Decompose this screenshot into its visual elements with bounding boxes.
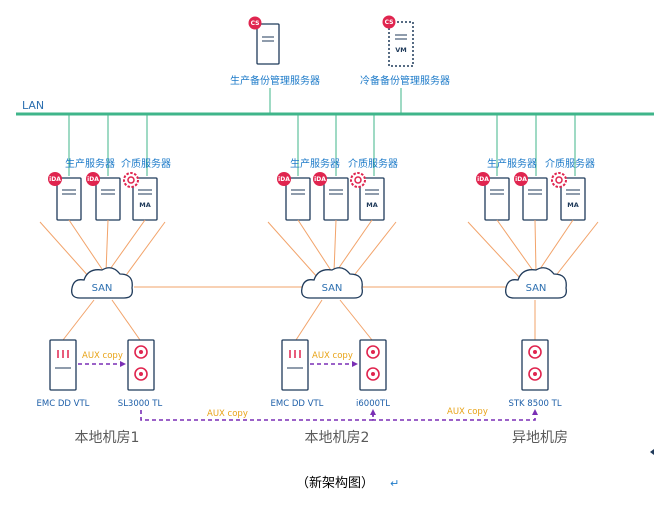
backup-manager-label: 生产备份管理服务器 xyxy=(230,74,320,87)
media-label: 介质服务器 xyxy=(545,157,595,170)
tape-library-icon xyxy=(521,339,549,391)
ida-badge-label: iDA xyxy=(515,176,527,183)
san-cloud-icon xyxy=(71,267,133,299)
cold-backup-manager-server: VM CS xyxy=(382,15,414,67)
tape-label: SL3000 TL xyxy=(118,399,163,409)
aux-copy-label: AUX copy xyxy=(207,409,248,419)
san-links xyxy=(39,219,599,341)
san-label: SAN xyxy=(322,283,343,294)
tape-label: STK 8500 TL xyxy=(508,399,561,409)
production-label: 生产服务器 xyxy=(487,157,537,170)
tape-library-icon xyxy=(359,339,387,391)
room3-servers: 生产服务器 介质服务器 MA iDA iDA xyxy=(476,157,595,221)
production-label: 生产服务器 xyxy=(290,157,340,170)
san-cloud-icon xyxy=(301,267,363,299)
cs-badge-icon xyxy=(382,15,396,29)
production-server xyxy=(484,177,510,221)
ma-label: MA xyxy=(139,201,151,209)
aux-copy-label: AUX copy xyxy=(447,407,488,417)
room-label: 异地机房 xyxy=(512,430,568,446)
gear-icon xyxy=(123,172,139,188)
dd-label: EMC DD VTL xyxy=(271,399,324,409)
lan-drops xyxy=(68,114,576,176)
media-label: 介质服务器 xyxy=(121,157,171,170)
cs-badge-label: CS xyxy=(385,19,394,26)
production-server xyxy=(95,177,121,221)
room2-servers: 生产服务器 介质服务器 MA iDA iDA xyxy=(277,157,398,221)
room-label: 本地机房2 xyxy=(305,430,370,446)
san-label: SAN xyxy=(92,283,113,294)
ida-badge-icon xyxy=(86,172,100,186)
tape-library-icon xyxy=(127,339,155,391)
aux-copy-label: AUX copy xyxy=(82,351,123,361)
ida-badge-icon xyxy=(476,172,490,186)
ida-badge-label: iDA xyxy=(278,176,290,183)
marker-icon xyxy=(650,449,654,455)
gear-icon xyxy=(350,172,366,188)
emc-dd-vtl-device xyxy=(281,339,309,391)
ida-badge-label: iDA xyxy=(477,176,489,183)
production-label: 生产服务器 xyxy=(65,157,115,170)
ma-label: MA xyxy=(567,201,579,209)
ida-badge-icon xyxy=(277,172,291,186)
san-label: SAN xyxy=(526,283,547,294)
dd-label: EMC DD VTL xyxy=(37,399,90,409)
return-mark: ↵ xyxy=(390,477,399,490)
aux-copy-links xyxy=(78,361,538,421)
ida-badge-icon xyxy=(48,172,62,186)
gear-icon xyxy=(551,172,567,188)
aux-copy-label: AUX copy xyxy=(312,351,353,361)
ma-label: MA xyxy=(366,201,378,209)
lan-label: LAN xyxy=(22,99,44,112)
room1-servers: 生产服务器 介质服务器 MA iDA iDA xyxy=(48,157,171,221)
cs-badge-icon xyxy=(248,16,262,30)
production-server xyxy=(56,177,82,221)
media-label: 介质服务器 xyxy=(348,157,398,170)
san-cloud-icon xyxy=(505,267,567,299)
production-server xyxy=(323,177,349,221)
room-label: 本地机房1 xyxy=(75,430,140,446)
tape-label: i6000TL xyxy=(356,399,390,409)
figure-caption: （新架构图） xyxy=(296,475,374,491)
production-server xyxy=(285,177,311,221)
ida-badge-label: iDA xyxy=(314,176,326,183)
backup-manager-server: CS xyxy=(248,16,280,65)
ida-badge-icon xyxy=(514,172,528,186)
ida-badge-label: iDA xyxy=(87,176,99,183)
vm-label: VM xyxy=(395,46,407,54)
production-server xyxy=(522,177,548,221)
emc-dd-vtl-device xyxy=(49,339,77,391)
cold-backup-manager-label: 冷备备份管理服务器 xyxy=(360,74,450,87)
ida-badge-label: iDA xyxy=(49,176,61,183)
ida-badge-icon xyxy=(313,172,327,186)
cs-badge-label: CS xyxy=(251,20,260,27)
